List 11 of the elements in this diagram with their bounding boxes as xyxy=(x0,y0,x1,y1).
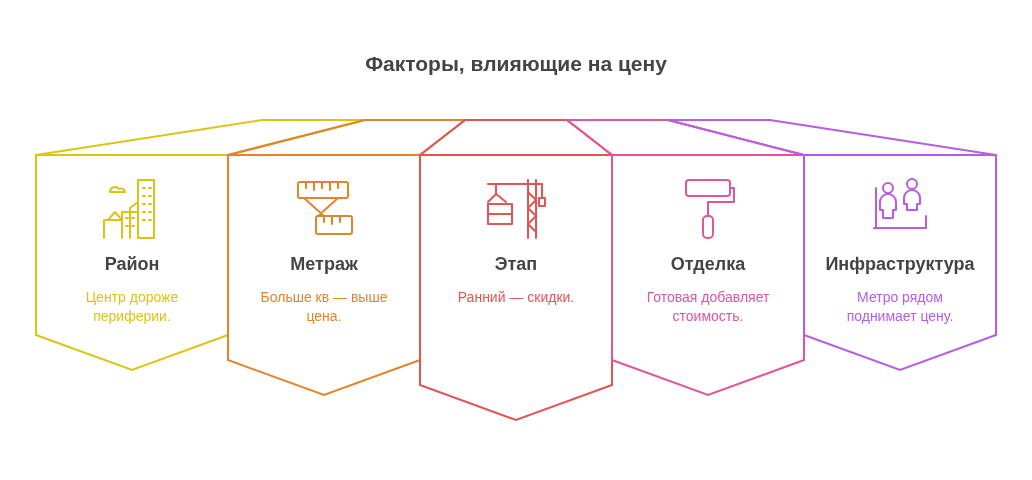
card-description: Метро рядом поднимает цену. xyxy=(845,288,955,326)
card-description: Центр дороже периферии. xyxy=(84,288,180,326)
card-heading: Район xyxy=(104,254,160,275)
card-description: Готовая добавляет стоимость. xyxy=(645,288,771,326)
card-heading: Отделка xyxy=(670,254,746,275)
card-heading: Метраж xyxy=(290,254,358,275)
card-description: Ранний — скидки. xyxy=(456,288,576,307)
card-heading: Этап xyxy=(494,254,538,275)
title: Факторы, влияющие на цену xyxy=(364,52,668,76)
card-description: Больше кв — выше цена. xyxy=(259,288,389,326)
card-heading: Инфраструктура xyxy=(825,254,975,275)
